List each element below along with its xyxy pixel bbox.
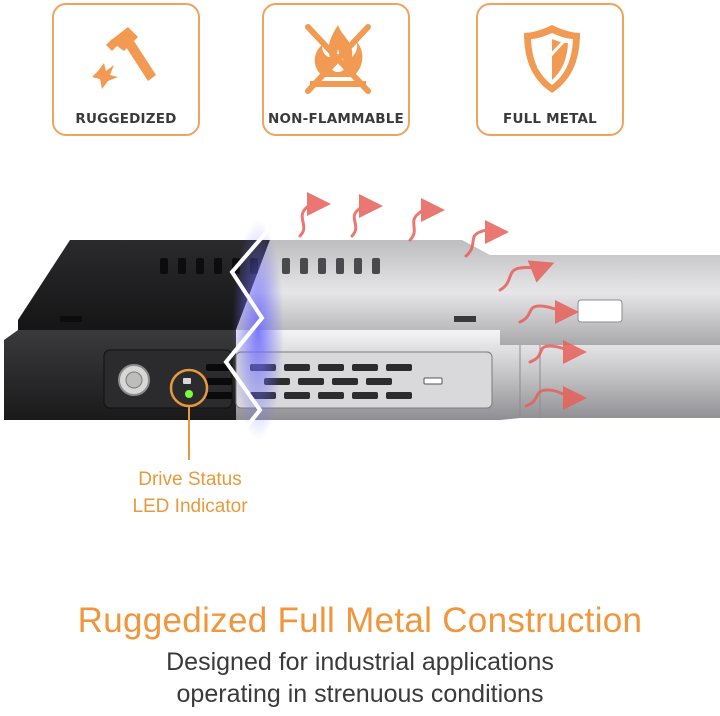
feature-label-ruggedized: RUGGEDIZED [75,111,177,127]
no-fire-icon [305,24,371,94]
feature-box-ruggedized: RUGGEDIZED [52,3,200,136]
feature-label-non-flammable: NON-FLAMMABLE [268,111,404,127]
subheadline-line-1: Designed for industrial applications [166,648,554,676]
hammer-icon [92,27,156,89]
shield-icon [524,25,580,93]
callout-line-2: LED Indicator [132,496,248,517]
feature-box-full-metal: FULL METAL [476,3,624,136]
feature-label-full-metal: FULL METAL [503,111,597,127]
drive-enclosure-illustration [4,191,720,460]
feature-box-non-flammable: NON-FLAMMABLE [262,3,410,136]
callout-line-1: Drive Status [138,469,242,490]
subheadline-line-2: operating in strenuous conditions [176,680,544,708]
headline: Ruggedized Full Metal Construction [77,601,643,640]
led-callout: Drive Status LED Indicator [110,466,270,520]
